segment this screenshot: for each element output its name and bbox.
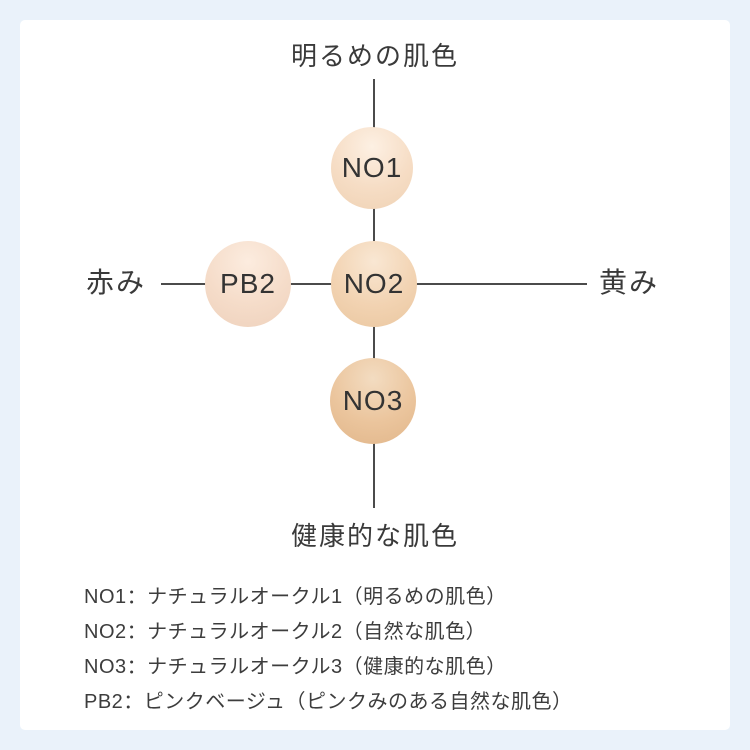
legend-item-pb2: PB2：ピンクベージュ（ピンクみのある自然な肌色） <box>84 691 573 713</box>
shade-swatch-no3: NO3 <box>330 358 416 444</box>
axis-label-bright-skin: 明るめの肌色 <box>290 41 459 71</box>
shade-swatch-label: NO1 <box>341 152 403 183</box>
legend-item-no1: NO1：ナチュラルオークル1（明るめの肌色） <box>84 586 507 608</box>
shade-swatch-label: NO3 <box>342 385 404 416</box>
legend-item-no2: NO2：ナチュラルオークル2（自然な肌色） <box>84 621 487 643</box>
shade-swatch-label: PB2 <box>220 268 276 299</box>
shade-swatch-label: NO2 <box>343 268 405 299</box>
legend-item-no3: NO3：ナチュラルオークル3（健康的な肌色） <box>84 656 507 678</box>
shade-map-panel: 明るめの肌色 健康的な肌色 赤み 黄み NO1 PB2 NO2 NO3 NO1：… <box>20 20 730 730</box>
shade-legend: NO1：ナチュラルオークル1（明るめの肌色） NO2：ナチュラルオークル2（自然… <box>84 580 573 720</box>
axis-label-healthy-skin: 健康的な肌色 <box>290 521 459 551</box>
shade-swatch-no1: NO1 <box>331 127 413 209</box>
shade-swatch-no2: NO2 <box>331 241 417 327</box>
axis-label-redness: 赤み <box>86 267 147 298</box>
axis-label-yellowness: 黄み <box>599 267 660 298</box>
shade-swatch-pb2: PB2 <box>205 241 291 327</box>
